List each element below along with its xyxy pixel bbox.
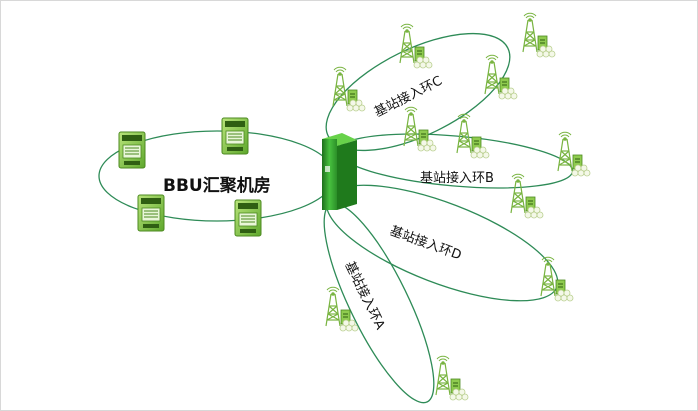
base-station-tower-icon (557, 131, 591, 177)
base-station-tower-icon (403, 106, 437, 152)
base-station-tower-icon (325, 286, 359, 332)
base-station-tower-icon (522, 12, 556, 58)
aggregation-cabinet-icon (322, 133, 357, 210)
bbu-server-icon (234, 199, 262, 237)
bbu-server-icon (137, 194, 165, 232)
bbu-server-icon (118, 131, 146, 169)
ring-d-label: 基站接入环D (388, 223, 464, 264)
base-station-tower-icon (332, 66, 366, 112)
bbu-server-icon (221, 117, 249, 155)
base-station-tower-icon (510, 173, 544, 219)
access-ring-a (323, 202, 435, 404)
base-station-tower-icon (435, 355, 469, 401)
ring-c-label: 基站接入环C (372, 73, 445, 121)
base-station-tower-icon (484, 54, 518, 100)
ring-b-label: 基站接入环B (420, 170, 494, 186)
bbu-room-label: BBU汇聚机房 (163, 175, 271, 196)
access-ring-c (325, 32, 511, 152)
